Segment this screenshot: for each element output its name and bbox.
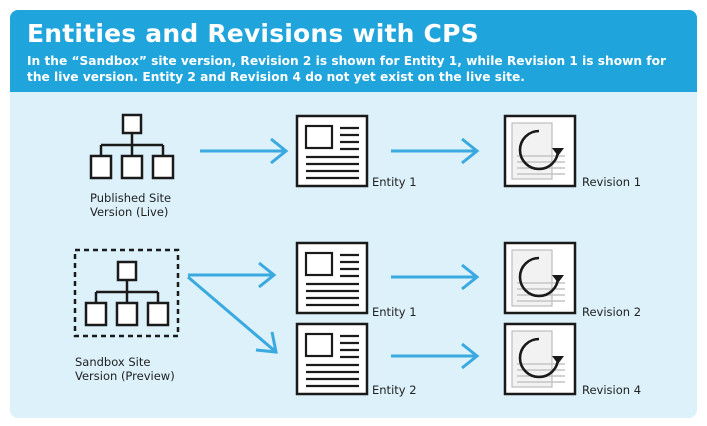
entity-1-top-document-icon <box>295 114 369 188</box>
sandbox-label-line1: Sandbox Site <box>75 355 150 369</box>
sandbox-label-line2: Version (Preview) <box>75 369 175 383</box>
entity-2-document-icon <box>295 322 369 396</box>
diagram-canvas: Published Site Version (Live) Sandbox Si… <box>73 113 641 397</box>
entity-1-bottom-document-icon <box>295 241 369 315</box>
revision-4-cycle-icon <box>503 322 577 396</box>
arrow-right-icon <box>389 342 479 370</box>
arrow-right-icon <box>389 137 479 165</box>
arrow-right-icon <box>186 261 276 289</box>
header-banner: Entities and Revisions with CPS In the “… <box>10 10 697 92</box>
diagram-frame: Entities and Revisions with CPS In the “… <box>10 10 697 418</box>
arrow-diagonal-icon <box>187 275 278 354</box>
sandbox-dashed-frame <box>73 248 180 338</box>
published-label-line1: Published Site <box>90 191 171 205</box>
revision-2-label: Revision 2 <box>582 305 641 319</box>
published-label-line2: Version (Live) <box>90 205 168 219</box>
page-subtitle: In the “Sandbox” site version, Revision … <box>27 54 666 84</box>
revision-1-label: Revision 1 <box>582 175 641 189</box>
entity-2-label: Entity 2 <box>372 383 417 397</box>
revision-4-label: Revision 4 <box>582 383 641 397</box>
revision-2-cycle-icon <box>503 241 577 315</box>
arrow-right-icon <box>198 137 288 165</box>
published-sitemap-icon <box>89 113 175 180</box>
entity-1-bottom-label: Entity 1 <box>372 305 417 319</box>
revision-1-cycle-icon <box>503 114 577 188</box>
arrow-right-icon <box>389 263 479 291</box>
sandbox-sitemap-icon <box>84 260 170 327</box>
page-title: Entities and Revisions with CPS <box>27 19 479 48</box>
entity-1-top-label: Entity 1 <box>372 175 417 189</box>
